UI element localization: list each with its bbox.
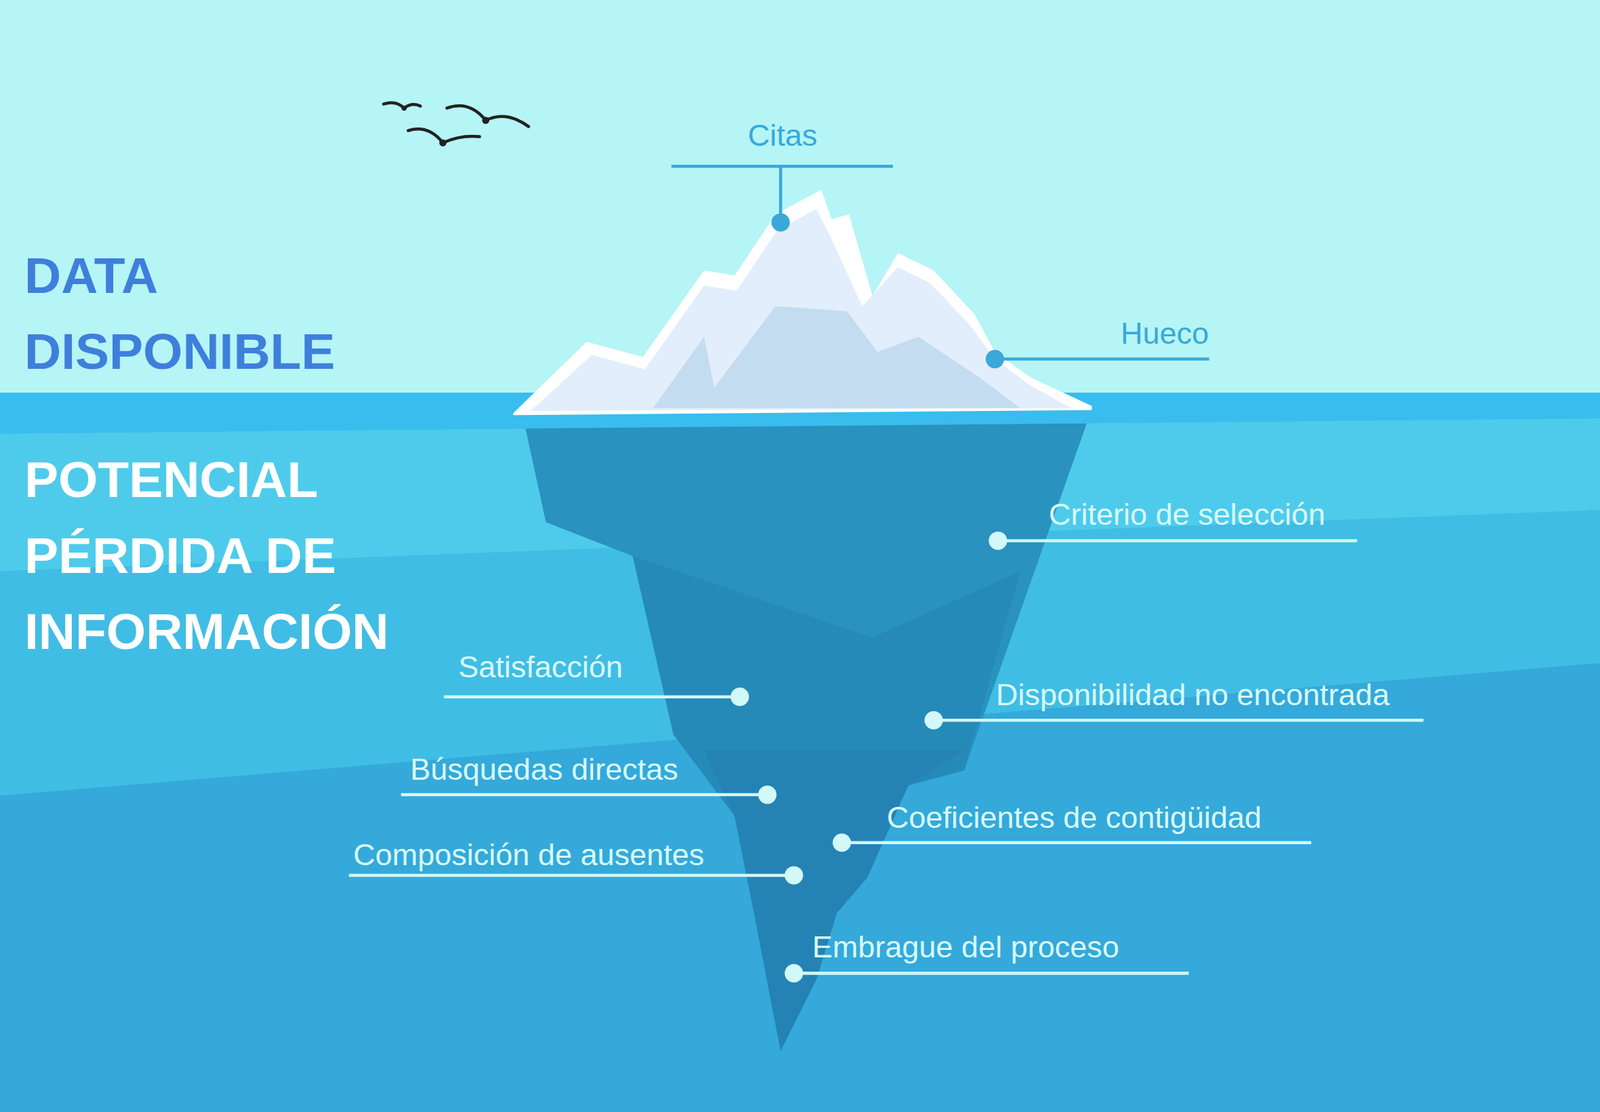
callout-label: Satisfacción bbox=[458, 648, 624, 686]
water bbox=[0, 392, 1600, 1112]
iceberg-tip-shade bbox=[652, 305, 1021, 408]
birds bbox=[383, 102, 529, 143]
iceberg-tip-shade bbox=[530, 208, 1072, 411]
callout-label: Búsquedas directas bbox=[410, 751, 678, 788]
callout-label: Hueco bbox=[1120, 315, 1209, 352]
leader-lines bbox=[349, 166, 1424, 973]
callout-label: Composición de ausentes bbox=[353, 836, 705, 874]
callout-label: Criterio de selección bbox=[1048, 496, 1326, 533]
bird-bodies bbox=[401, 105, 489, 147]
heading: POTENCIAL PÉRDIDA DE INFORMACIÓN bbox=[24, 441, 405, 670]
heading: DATA DISPONIBLE bbox=[24, 237, 405, 390]
leader-dots bbox=[730, 212, 1008, 982]
callout-label: Embrague del proceso bbox=[812, 928, 1120, 966]
iceberg-tip bbox=[513, 189, 1092, 416]
callout-label: Citas bbox=[747, 117, 818, 154]
callout-label: Coeficientes de contigüidad bbox=[886, 799, 1262, 836]
callout-label: Disponibilidad no encontrada bbox=[995, 676, 1390, 714]
